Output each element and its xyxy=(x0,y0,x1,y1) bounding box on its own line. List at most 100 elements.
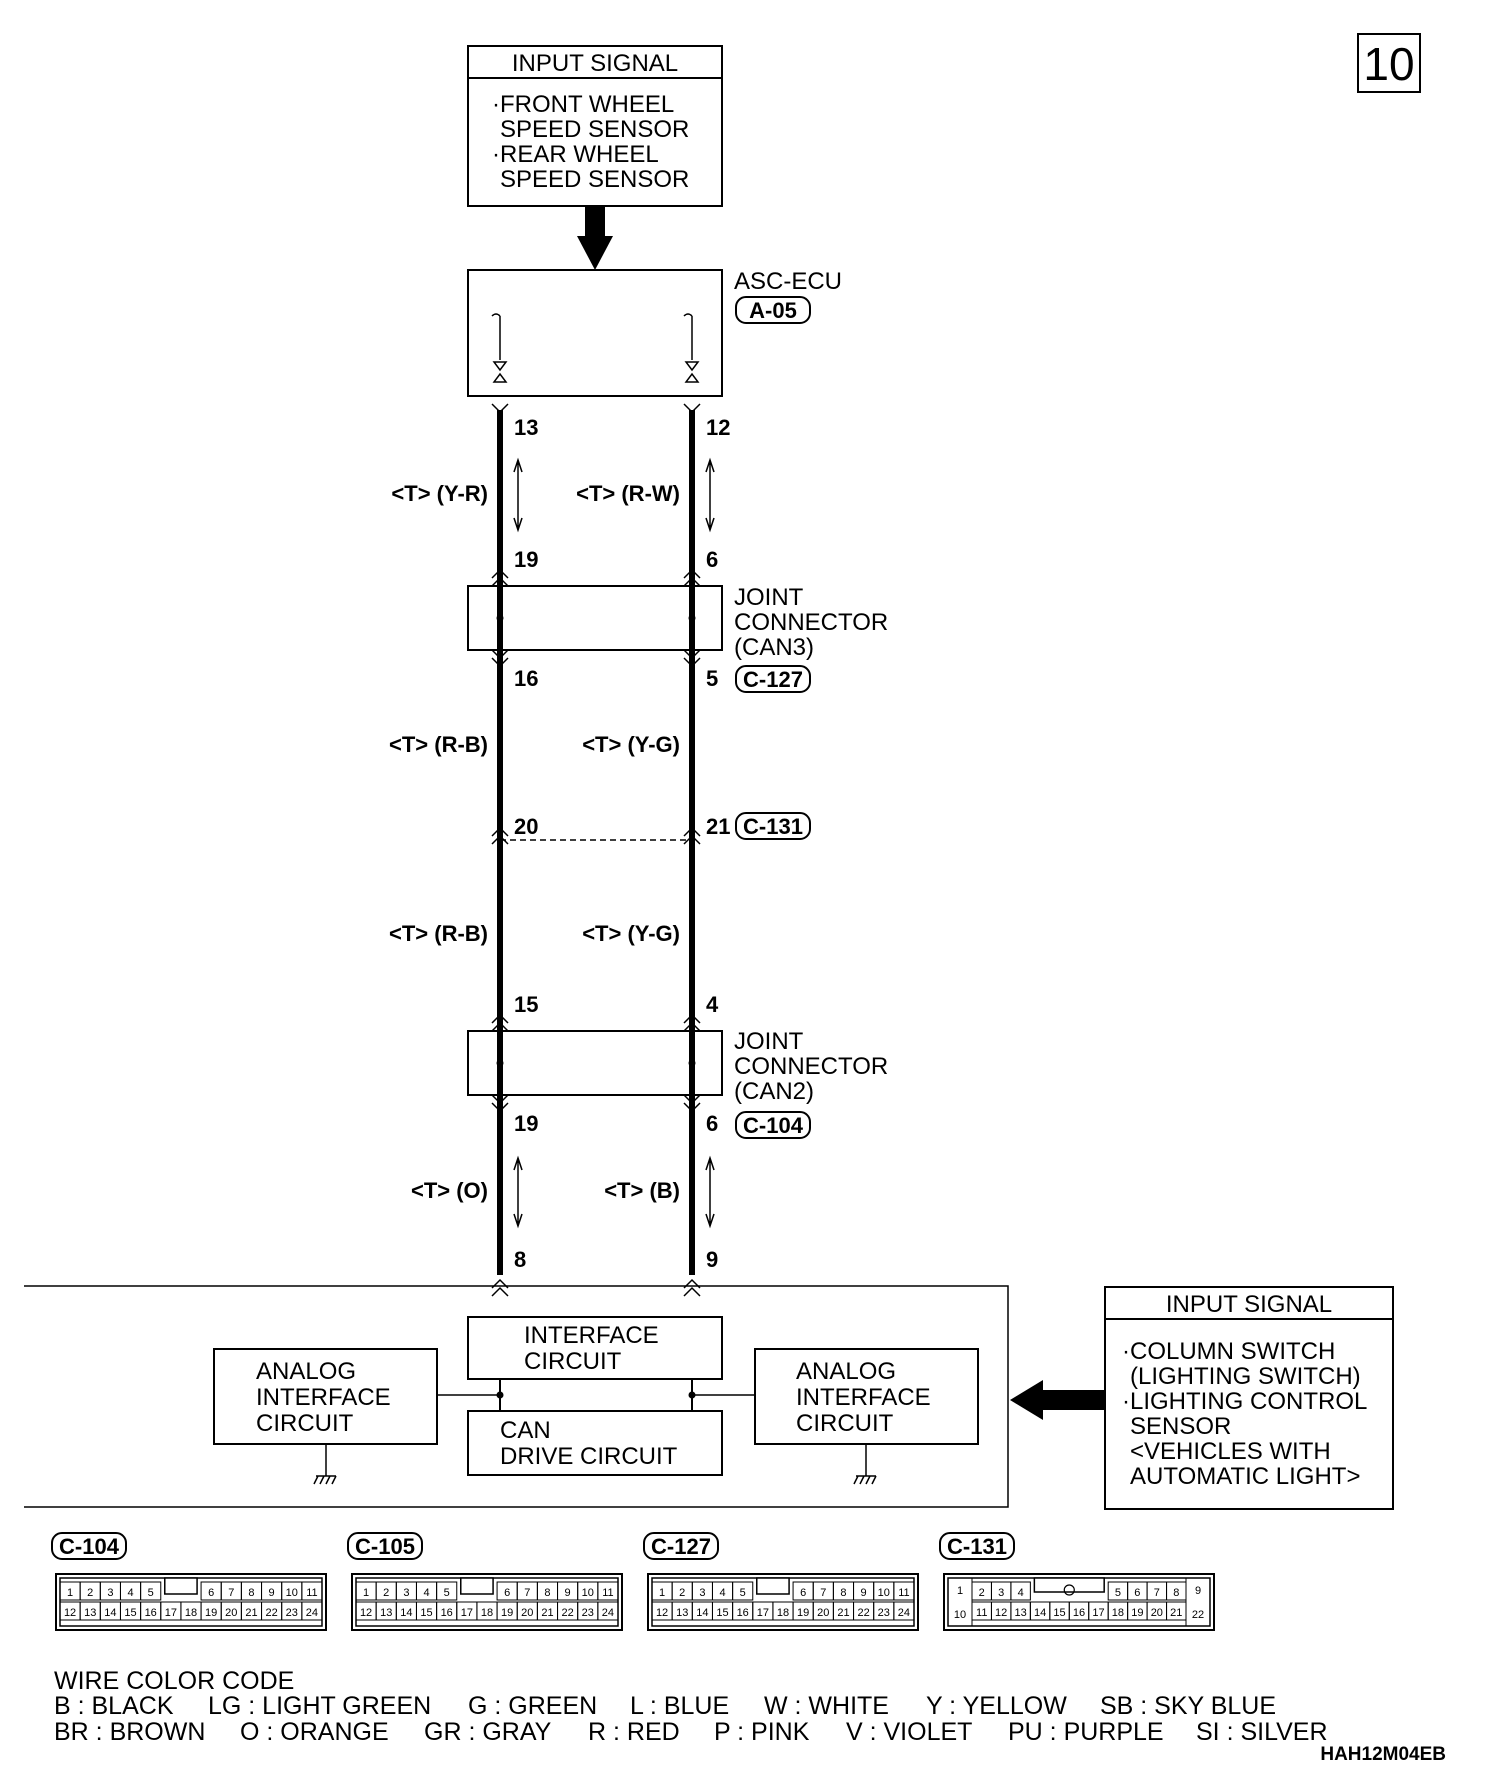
connector-pin: 20 xyxy=(521,1607,533,1619)
connector-pin: 20 xyxy=(225,1607,237,1619)
top-input-item-2: SPEED SENSOR xyxy=(500,116,689,143)
top-input-item-1: ·FRONT WHEEL xyxy=(492,91,674,118)
connector-pin: 23 xyxy=(878,1607,890,1619)
connector-pin: 11 xyxy=(976,1607,987,1619)
connector-pin: 14 xyxy=(696,1607,708,1619)
connector-pin: 1 xyxy=(67,1587,73,1599)
joint-can3-line2: CONNECTOR xyxy=(734,609,888,636)
wire-color-entry: B : BLACK xyxy=(54,1692,174,1720)
wire-color-entry: L : BLUE xyxy=(630,1692,729,1720)
connector-pin: 18 xyxy=(185,1607,197,1619)
pin-c131-left: 20 xyxy=(514,814,538,839)
connector-pin: 13 xyxy=(380,1607,392,1619)
joint-can3-connector: C-127 xyxy=(743,667,803,692)
asc-ecu-box xyxy=(467,269,723,397)
joint-can2-connector-box xyxy=(735,1111,811,1139)
wire-color-entry: LG : LIGHT GREEN xyxy=(208,1692,431,1720)
analog-right-line3: CIRCUIT xyxy=(796,1410,894,1437)
connector-pin: 19 xyxy=(501,1607,513,1619)
connector-pin: 24 xyxy=(306,1607,318,1619)
connector-pin: 22 xyxy=(1192,1609,1204,1621)
ground-icon xyxy=(853,1475,877,1485)
connector-pin: 2 xyxy=(679,1587,685,1599)
ground-icon xyxy=(313,1475,337,1485)
wire-seg1-right: <T> (R-W) xyxy=(576,481,680,506)
connector-pin: 18 xyxy=(1112,1607,1124,1619)
connector-pin: 8 xyxy=(1173,1587,1179,1599)
pin-j3-bot-left: 16 xyxy=(514,666,538,691)
wire-color-entry: BR : BROWN xyxy=(54,1718,205,1746)
connector-pin: 7 xyxy=(228,1587,234,1599)
connector-pin: 12 xyxy=(995,1607,1007,1619)
c131-connector-box xyxy=(735,812,811,840)
connector-pin: 14 xyxy=(1034,1607,1046,1619)
connector-pin: 5 xyxy=(740,1587,746,1599)
connector-pin: 13 xyxy=(84,1607,96,1619)
connector-pin: 14 xyxy=(104,1607,116,1619)
connector-pin: 8 xyxy=(248,1587,254,1599)
connector-pin: 24 xyxy=(898,1607,910,1619)
connector-pin: 3 xyxy=(699,1587,705,1599)
pin-j2-top-left: 15 xyxy=(514,992,538,1017)
analog-left-line2: INTERFACE xyxy=(256,1384,391,1411)
connector-pin: 1 xyxy=(363,1587,369,1599)
connector-pin: 22 xyxy=(857,1607,869,1619)
right-input-item-5: <VEHICLES WITH xyxy=(1130,1438,1331,1465)
connector-pin: 21 xyxy=(245,1607,257,1619)
connector-pin: 17 xyxy=(165,1607,177,1619)
connector-pin: 10 xyxy=(954,1609,966,1621)
connector-pin: 15 xyxy=(420,1607,432,1619)
ecu-connector-box xyxy=(735,296,811,324)
figure-code: HAH12M04EB xyxy=(1320,1744,1446,1765)
can-drive-circuit-box xyxy=(467,1410,723,1476)
pin-ecu2-left: 8 xyxy=(514,1247,526,1272)
connector-pin: 7 xyxy=(524,1587,530,1599)
ecu-internal-frame xyxy=(24,1285,1009,1508)
interface-circuit-box xyxy=(467,1316,723,1380)
wire-color-entry: SI : SILVER xyxy=(1196,1718,1328,1746)
interface-circuit-line1: INTERFACE xyxy=(524,1322,659,1349)
connector-pin: 5 xyxy=(1115,1587,1121,1599)
wire-seg4-right: <T> (B) xyxy=(604,1178,680,1203)
connector-label: C-105 xyxy=(355,1534,415,1559)
wire-seg2-left: <T> (R-B) xyxy=(389,732,488,757)
connector-symbols xyxy=(491,403,701,1297)
connector-pin: 2 xyxy=(87,1587,93,1599)
connector-pin: 5 xyxy=(444,1587,450,1599)
analog-left-line3: CIRCUIT xyxy=(256,1410,354,1437)
connector-pin: 19 xyxy=(1131,1607,1143,1619)
connector-pin: 23 xyxy=(286,1607,298,1619)
wire-color-entry: Y : YELLOW xyxy=(926,1692,1067,1720)
right-input-item-3: ·LIGHTING CONTROL xyxy=(1122,1388,1367,1415)
connector-pin: 13 xyxy=(676,1607,688,1619)
top-input-item-3: ·REAR WHEEL xyxy=(492,141,659,168)
connector-pin: 15 xyxy=(124,1607,136,1619)
connector-pin: 18 xyxy=(481,1607,493,1619)
connector-pin: 4 xyxy=(127,1587,133,1599)
connector-pin: 12 xyxy=(360,1607,372,1619)
connector-pin: 15 xyxy=(1053,1607,1065,1619)
connector-label: C-127 xyxy=(651,1534,711,1559)
connector-pin: 1 xyxy=(659,1587,665,1599)
wire-color-entry: O : ORANGE xyxy=(240,1718,389,1746)
connector-pin: 6 xyxy=(504,1587,510,1599)
connector-pin: 11 xyxy=(306,1587,317,1599)
pin-c131-right: 21 xyxy=(706,814,730,839)
connector-pin: 13 xyxy=(1015,1607,1027,1619)
connector-pin: 6 xyxy=(1134,1587,1140,1599)
joint-can3-connector-box xyxy=(735,665,811,693)
top-input-title: INPUT SIGNAL xyxy=(512,50,678,77)
connector-pin: 20 xyxy=(1151,1607,1163,1619)
connector-pin: 11 xyxy=(898,1587,909,1599)
connector-pin: 8 xyxy=(544,1587,550,1599)
wire-color-entry: SB : SKY BLUE xyxy=(1100,1692,1276,1720)
pin-j2-top-right: 4 xyxy=(706,992,719,1017)
page-number-box xyxy=(1357,33,1421,93)
